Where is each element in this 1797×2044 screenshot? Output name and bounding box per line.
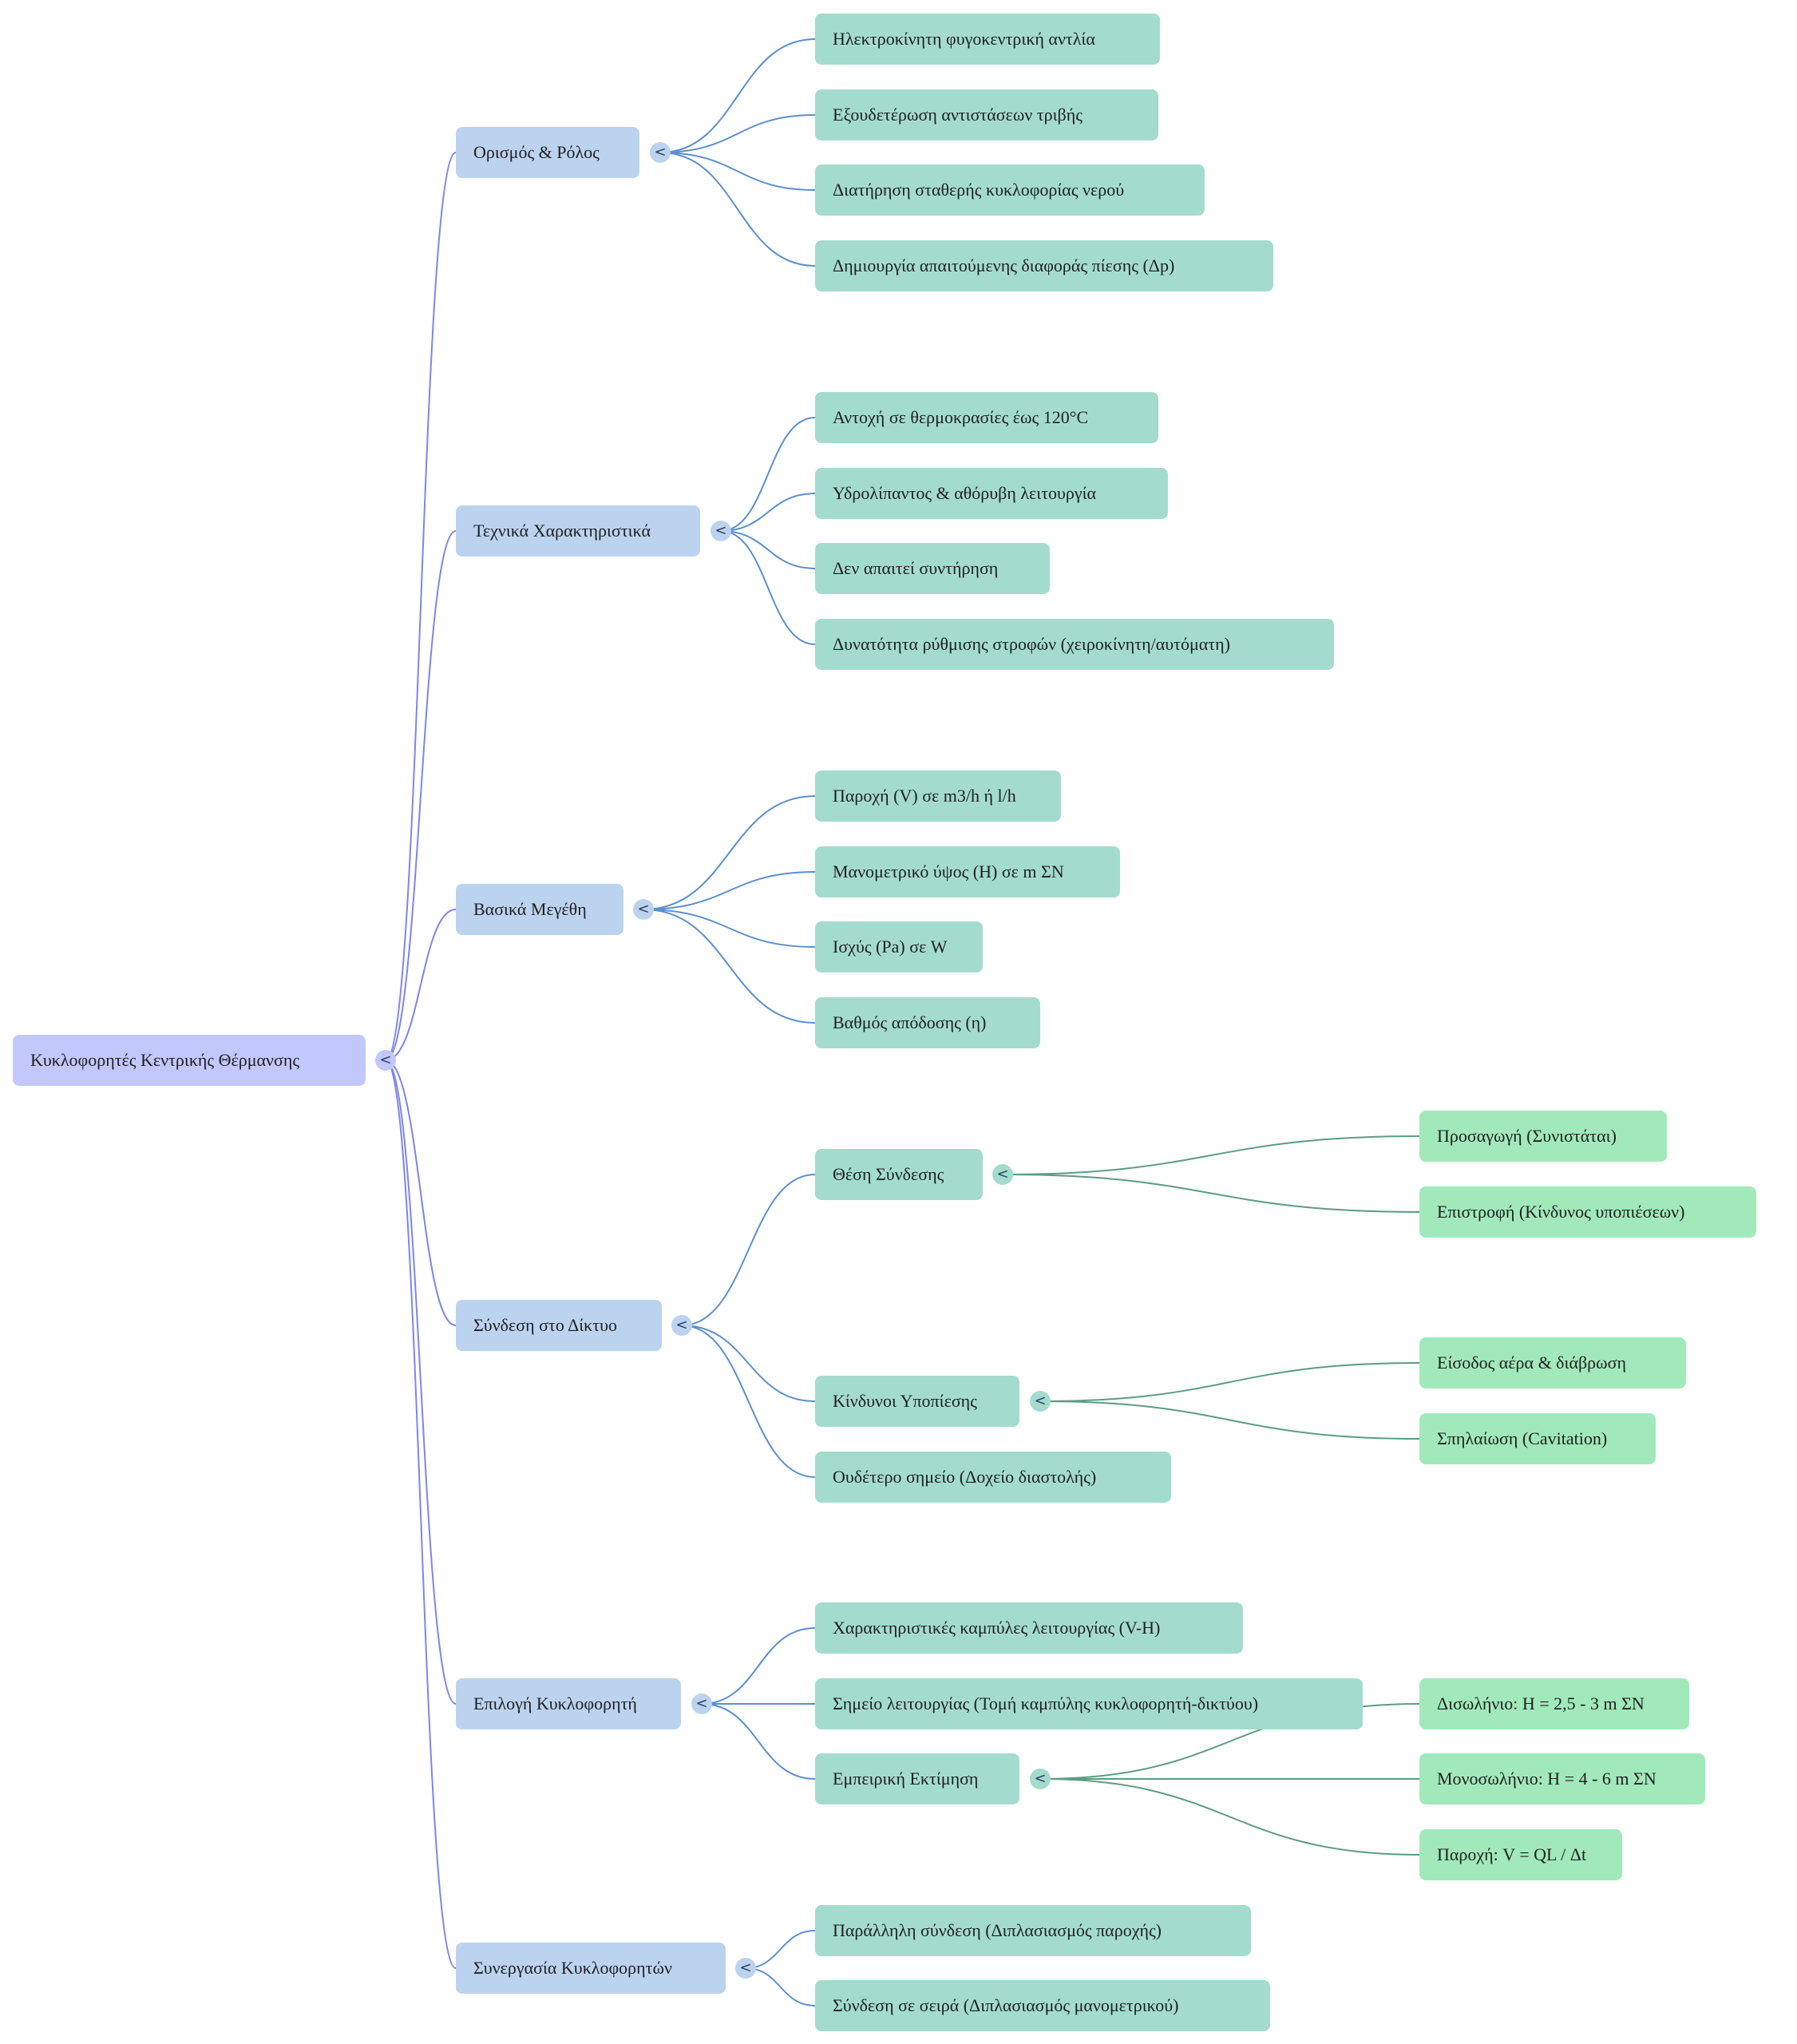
category-leaf-edge (720, 417, 816, 532)
leaf-node[interactable]: Δεν απαιτεί συντήρηση (815, 543, 1050, 594)
category-leaf-edge (659, 114, 816, 153)
category-pump-cooperation[interactable]: Συνεργασία Κυκλοφορητών (456, 1943, 726, 1994)
leaf-node[interactable]: Ισχύς (Pa) σε W (815, 921, 983, 972)
category-leaf-edge (643, 909, 816, 948)
category-leaf-edge (681, 1325, 816, 1402)
root-category-edge (385, 1060, 457, 1969)
category-leaf-edge (643, 871, 816, 910)
subleaf-node[interactable]: Παροχή: V = QL / Δt (1419, 1829, 1622, 1880)
subleaf-node[interactable]: Μονοσωλήνιο: H = 4 - 6 m ΣΝ (1419, 1753, 1705, 1804)
category-basic-quantities-toggle[interactable]: < (633, 899, 654, 920)
subleaf-node[interactable]: Επιστροφή (Κίνδυνος υποπιέσεων) (1419, 1186, 1756, 1238)
leaf-node[interactable]: Ηλεκτροκίνητη φυγοκεντρική αντλία (815, 14, 1160, 65)
leaf-node[interactable]: Σύνδεση σε σειρά (Διπλασιασμός μανομετρι… (815, 1980, 1270, 2031)
subleaf-node[interactable]: Είσοδος αέρα & διάβρωση (1419, 1337, 1686, 1388)
category-pump-cooperation-toggle[interactable]: < (735, 1958, 756, 1979)
root-category-edge (385, 909, 457, 1061)
category-leaf-edge (659, 152, 816, 191)
subleaf-node[interactable]: Δισωλήνιο: H = 2,5 - 3 m ΣΝ (1419, 1678, 1689, 1729)
root-category-edge (385, 1060, 457, 1326)
category-leaf-edge (659, 38, 816, 153)
leaf-node[interactable]: Δυνατότητα ρύθμισης στροφών (χειροκίνητη… (815, 619, 1334, 670)
leaf-node[interactable]: Βαθμός απόδοσης (η) (815, 997, 1040, 1048)
underpressure-risks-toggle[interactable]: < (1030, 1391, 1051, 1412)
leaf-subleaf-edge (1039, 1400, 1420, 1440)
category-leaf-edge (643, 795, 816, 910)
category-pump-selection[interactable]: Επιλογή Κυκλοφορητή (456, 1678, 681, 1729)
root-node[interactable]: Κυκλοφορητές Κεντρικής Θέρμανσης (13, 1035, 366, 1086)
root-category-edge (385, 530, 457, 1061)
subleaf-node[interactable]: Προσαγωγή (Συνιστάται) (1419, 1111, 1667, 1162)
empirical-estimate-node[interactable]: Εμπειρική Εκτίμηση (815, 1753, 1019, 1804)
category-definition-role-toggle[interactable]: < (650, 142, 671, 163)
leaf-node[interactable]: Διατήρηση σταθερής κυκλοφορίας νερού (815, 164, 1205, 216)
category-leaf-edge (681, 1325, 816, 1478)
category-technical-features-toggle[interactable]: < (710, 521, 731, 541)
root-category-edge (385, 1060, 457, 1705)
connection-position-node[interactable]: Θέση Σύνδεσης (815, 1149, 983, 1200)
category-basic-quantities[interactable]: Βασικά Μεγέθη (456, 884, 623, 935)
root-category-edge (385, 152, 457, 1061)
leaf-node[interactable]: Εξουδετέρωση αντιστάσεων τριβής (815, 89, 1158, 141)
empirical-estimate-toggle[interactable]: < (1030, 1769, 1051, 1789)
leaf-subleaf-edge (1039, 1362, 1420, 1402)
leaf-node[interactable]: Δημιουργία απαιτούμενης διαφοράς πίεσης … (815, 240, 1273, 291)
category-leaf-edge (720, 530, 816, 645)
root-collapse-toggle[interactable]: < (375, 1050, 396, 1071)
category-network-connection[interactable]: Σύνδεση στο Δίκτυο (456, 1300, 662, 1351)
category-network-connection-toggle[interactable]: < (671, 1315, 692, 1336)
leaf-node[interactable]: Σημείο λειτουργίας (Τομή καμπύλης κυκλοφ… (815, 1678, 1363, 1729)
category-leaf-edge (701, 1627, 816, 1705)
category-leaf-edge (720, 530, 816, 569)
leaf-subleaf-edge (1002, 1135, 1420, 1175)
category-leaf-edge (643, 909, 816, 1024)
category-pump-selection-toggle[interactable]: < (691, 1693, 712, 1714)
category-leaf-edge (659, 152, 816, 267)
leaf-node[interactable]: Παροχή (V) σε m3/h ή l/h (815, 770, 1061, 822)
category-leaf-edge (745, 1967, 816, 2006)
leaf-node[interactable]: Παράλληλη σύνδεση (Διπλασιασμός παροχής) (815, 1905, 1251, 1956)
connection-position-toggle[interactable]: < (992, 1164, 1013, 1185)
subleaf-node[interactable]: Σπηλαίωση (Cavitation) (1419, 1413, 1656, 1464)
category-leaf-edge (720, 493, 816, 532)
leaf-node[interactable]: Χαρακτηριστικές καμπύλες λειτουργίας (V-… (815, 1602, 1243, 1654)
category-leaf-edge (681, 1174, 816, 1326)
underpressure-risks-node[interactable]: Κίνδυνοι Υποπίεσης (815, 1376, 1019, 1427)
leaf-node[interactable]: Μανομετρικό ύψος (H) σε m ΣΝ (815, 846, 1120, 897)
category-leaf-edge (701, 1703, 816, 1780)
category-leaf-edge (745, 1930, 816, 1969)
leaf-subleaf-edge (1039, 1778, 1420, 1856)
leaf-node[interactable]: Αντοχή σε θερμοκρασίες έως 120°C (815, 392, 1158, 443)
leaf-subleaf-edge (1002, 1174, 1420, 1213)
category-definition-role[interactable]: Ορισμός & Ρόλος (456, 127, 639, 178)
leaf-node[interactable]: Υδρολίπαντος & αθόρυβη λειτουργία (815, 468, 1168, 519)
category-technical-features[interactable]: Τεχνικά Χαρακτηριστικά (456, 505, 700, 557)
leaf-node[interactable]: Ουδέτερο σημείο (Δοχείο διαστολής) (815, 1452, 1171, 1503)
